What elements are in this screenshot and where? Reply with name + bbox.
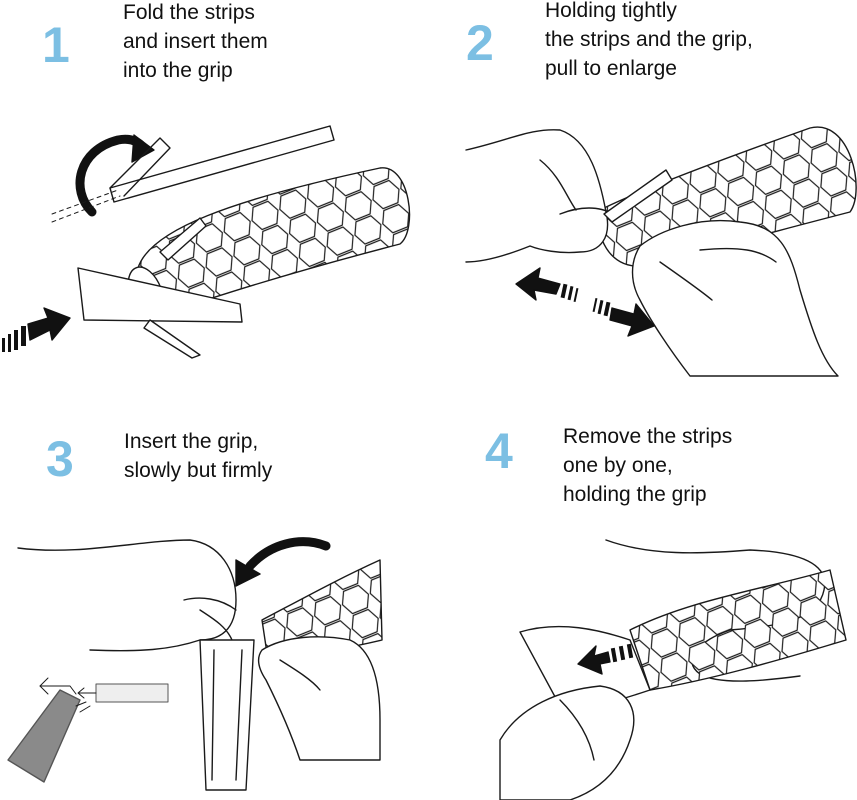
panel-4-illustration [499,539,847,800]
racket-handle [199,639,255,791]
step-1-number: 1 [42,17,70,73]
grip-shape [629,569,847,691]
step-3-line-1: Insert the grip, [124,430,259,453]
step-1-line-2: and insert them [123,30,268,53]
push-arrow-icon [245,537,331,571]
step-4-line-3: holding the grip [563,483,707,506]
step-3-instructions: Insert the grip, slowly but firmly [124,427,272,485]
step-3-number: 3 [46,431,74,487]
panel-2-illustration [465,126,857,377]
insert-arrow-icon [2,307,71,352]
panel-1-illustration [2,125,411,359]
right-hand [631,219,839,377]
step-1-line-3: into the grip [123,59,233,82]
left-hand [465,129,609,263]
step-2-line-2: the strips and the grip, [545,28,753,51]
step-2-line-1: Holding tightly [545,0,677,22]
pull-left-arrow-icon [515,267,579,303]
step-1-line-1: Fold the strips [123,1,255,24]
pulling-hand [499,685,635,800]
step-1-instructions: Fold the strips and insert them into the… [123,0,268,85]
step-3-line-2: slowly but firmly [124,459,273,482]
step-4-instructions: Remove the strips one by one, holding th… [563,422,732,509]
step-2-instructions: Holding tightly the strips and the grip,… [545,0,753,83]
remove-arrow-icon [577,643,634,675]
step-4-line-2: one by one, [563,454,673,477]
panel-3-illustration [7,537,383,791]
left-hand [17,539,237,652]
step-2-number: 2 [466,15,494,71]
step-4-line-1: Remove the strips [563,425,733,448]
step-4-number: 4 [485,423,513,479]
step-2-line-3: pull to enlarge [545,57,677,80]
grip-schematic [7,677,169,783]
right-hand [257,636,381,761]
pull-right-arrow-icon [592,297,655,337]
